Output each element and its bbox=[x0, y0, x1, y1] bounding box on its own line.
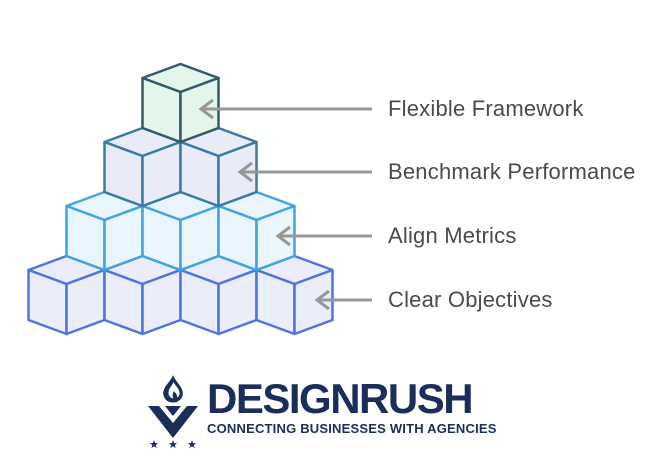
flame-inner-swirl bbox=[168, 382, 180, 399]
cube-benchmark-performance bbox=[103, 126, 182, 208]
v-mark bbox=[148, 406, 198, 438]
cube-right-face bbox=[293, 268, 334, 336]
arrow-flexible-framework bbox=[198, 98, 372, 120]
label-clear-objectives: Clear Objectives bbox=[388, 287, 553, 312]
arrow-align-metrics bbox=[275, 225, 372, 247]
cube-right-face bbox=[179, 76, 220, 144]
v-inner-triangle bbox=[165, 406, 181, 416]
star-icon bbox=[168, 440, 178, 449]
brand-name: DESIGNRUSH bbox=[207, 375, 474, 422]
cube-clear-objectives bbox=[27, 254, 106, 336]
cube-clear-objectives bbox=[255, 254, 334, 336]
torch-flame-icon bbox=[148, 375, 198, 449]
connector-arrows bbox=[198, 98, 372, 311]
label-benchmark-performance: Benchmark Performance bbox=[388, 159, 636, 184]
three-stars bbox=[149, 440, 197, 449]
cube-right-face bbox=[217, 140, 258, 208]
cube-clear-objectives bbox=[179, 254, 258, 336]
cube-align-metrics bbox=[141, 190, 220, 272]
label-flexible-framework: Flexible Framework bbox=[388, 96, 584, 121]
logo-text-block: DESIGNRUSH CONNECTING BUSINESSES WITH AG… bbox=[207, 375, 497, 437]
designrush-logo: DESIGNRUSH CONNECTING BUSINESSES WITH AG… bbox=[146, 375, 497, 451]
brand-tagline: CONNECTING BUSINESSES WITH AGENCIES bbox=[207, 421, 497, 436]
arrow-benchmark-performance bbox=[237, 161, 372, 183]
cube-clear-objectives bbox=[103, 254, 182, 336]
arrow-clear-objectives bbox=[314, 289, 372, 311]
star-icon bbox=[187, 440, 197, 449]
cube-pyramid bbox=[27, 62, 334, 336]
cube-align-metrics bbox=[65, 190, 144, 272]
star-icon bbox=[149, 440, 159, 449]
cube-right-face bbox=[255, 204, 296, 272]
cube-flexible-framework bbox=[141, 62, 220, 144]
label-align-metrics: Align Metrics bbox=[388, 223, 517, 248]
